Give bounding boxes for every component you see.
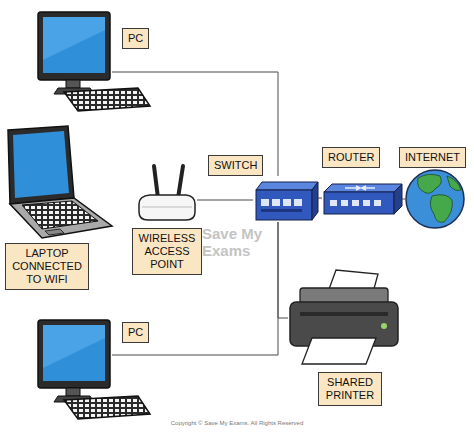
- pc-illustration: [38, 12, 150, 111]
- copyright-note: Copyright © Save My Exams. All Rights Re…: [0, 420, 474, 427]
- network-cable: [112, 222, 278, 355]
- network-cable: [278, 222, 288, 318]
- device-label: ROUTER: [322, 147, 380, 168]
- router: ROUTER: [322, 180, 402, 216]
- device-label: WIRELESS ACCESS POINT: [132, 228, 202, 275]
- pc: PC: [38, 320, 112, 400]
- wireless-access-point: WIRELESS ACCESS POINT: [135, 165, 197, 222]
- router-illustration: [324, 184, 402, 214]
- device-label: PC: [122, 28, 149, 49]
- device-label: SHARED PRINTER: [318, 372, 382, 406]
- device-label: PC: [122, 322, 149, 343]
- device-label: SWITCH: [208, 155, 263, 176]
- switch: SWITCH: [253, 176, 318, 222]
- watermark: Save My Exams: [202, 226, 276, 259]
- device-label: INTERNET: [399, 147, 466, 168]
- pc: PC: [38, 12, 112, 98]
- network-cable: [197, 200, 253, 201]
- shared-printer: SHARED PRINTER: [288, 275, 400, 366]
- laptop: LAPTOP CONNECTED TO WIFI: [5, 128, 112, 240]
- network-cable: [402, 199, 405, 200]
- printer-illustration: [290, 270, 398, 364]
- internet: INTERNET: [405, 169, 465, 229]
- network-cable: [318, 198, 322, 199]
- wireless-access-point-illustration: [139, 166, 195, 220]
- network-cable: [112, 72, 278, 176]
- globe-illustration: [406, 170, 464, 228]
- laptop-illustration: [8, 126, 112, 238]
- pc-illustration: [38, 320, 150, 419]
- switch-illustration: [256, 182, 318, 220]
- device-label: LAPTOP CONNECTED TO WIFI: [5, 243, 89, 290]
